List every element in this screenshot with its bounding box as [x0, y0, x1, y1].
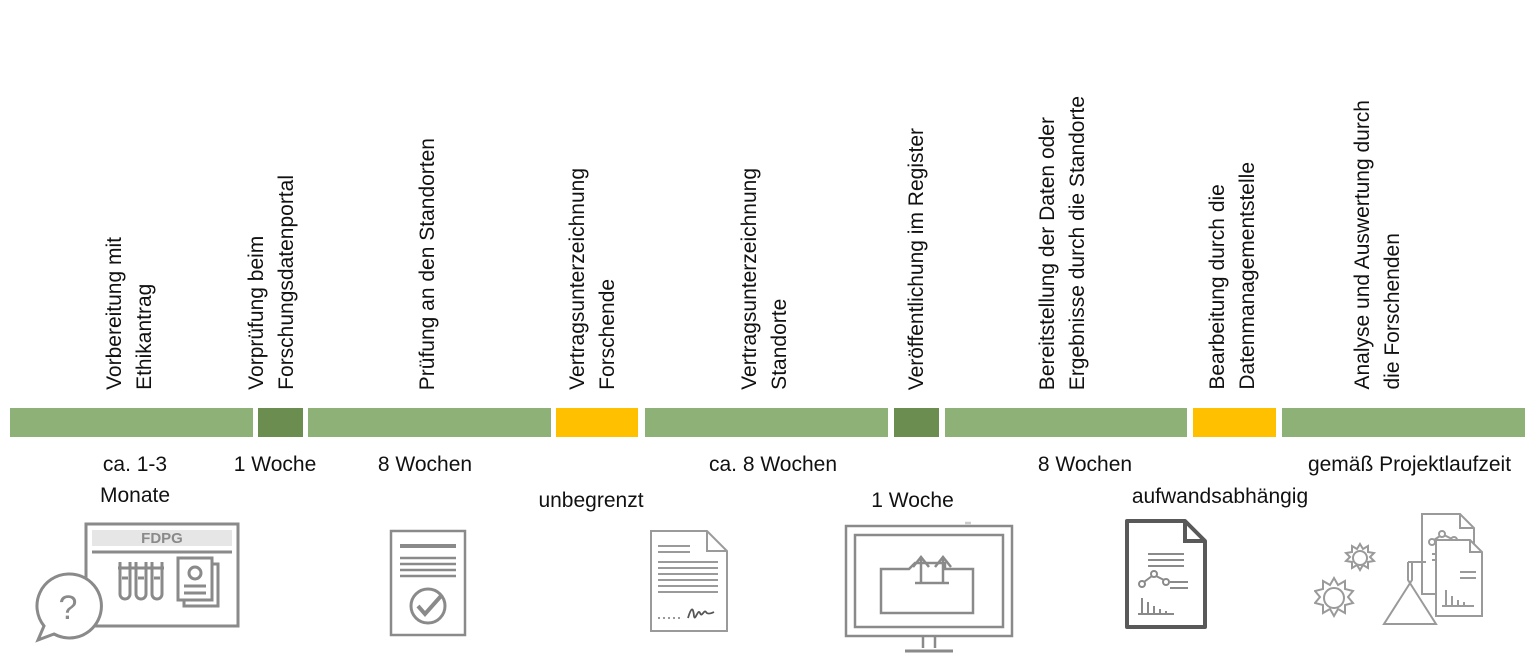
step-6-bar [894, 408, 939, 437]
step-8-duration-line-1: aufwandsabhängig [1131, 485, 1309, 508]
step-3-duration-line-1: 8 Wochen [377, 453, 473, 476]
step-1-label-line-2: Ethikantrag [133, 283, 156, 390]
step-9-label: Analyse und Auswertung durch die Forsche… [1348, 100, 1408, 390]
data-report-document-icon [1124, 518, 1208, 630]
step-8-label: Bearbeitung durch die Datenmanagementste… [1203, 162, 1263, 390]
step-1-label: Vorbereitung mit Ethikantrag [100, 237, 160, 390]
step-9-label-line-2: die Forschenden [1381, 233, 1404, 390]
step-4-duration: unbegrenzt [516, 485, 666, 516]
step-1-bar [10, 408, 253, 437]
step-2-label-line-2: Forschungsdatenportal [275, 175, 298, 390]
step-7-label: Bereitstellung der Daten oder Ergebnisse… [1033, 96, 1093, 390]
step-2-duration-line-1: 1 Woche [233, 453, 317, 476]
step-3-label-line-1: Prüfung an den Standorten [416, 137, 439, 390]
step-2-bar [258, 408, 303, 437]
document-check-icon [388, 528, 468, 638]
step-5-label-line-1: Vertragsunterzeichnung [738, 168, 761, 390]
fdpg-window-question-icon: FDPG ? [28, 518, 246, 652]
step-5-label-line-2: Standorte [768, 298, 791, 390]
step-3-duration: 8 Wochen [350, 449, 500, 480]
step-3-label: Prüfung an den Standorten [413, 138, 443, 390]
step-6-label: Veröffentlichung im Register [902, 128, 932, 390]
step-6-duration-line-1: 1 Woche [871, 489, 954, 512]
step-7-label-line-2: Ergebnisse durch die Standorte [1066, 95, 1089, 390]
monitor-upload-folder-icon [843, 521, 1015, 655]
contract-signature-icon [648, 528, 730, 634]
step-8-label-line-1: Bearbeitung durch die [1206, 184, 1229, 390]
step-2-duration: 1 Woche [215, 449, 335, 480]
step-4-bar [556, 408, 638, 437]
step-9-duration-line-1: gemäß Projektlaufzeit [1307, 453, 1512, 476]
step-4-label-line-2: Forschende [596, 279, 619, 390]
step-4-label-line-1: Vertragsunterzeichnung [566, 168, 589, 390]
step-6-label-line-1: Veröffentlichung im Register [905, 127, 928, 390]
step-1-duration-line-1: ca. 1-3 [102, 453, 168, 476]
step-2-label-line-1: Vorprüfung beim [245, 235, 268, 390]
step-8-label-line-2: Datenmanagementstelle [1236, 162, 1259, 390]
step-7-duration-line-1: 8 Wochen [1037, 453, 1133, 476]
svg-text:?: ? [59, 589, 78, 627]
step-7-label-line-1: Bereitstellung der Daten oder [1036, 116, 1059, 390]
step-2-label: Vorprüfung beim Forschungsdatenportal [242, 175, 302, 390]
step-3-bar [308, 408, 551, 437]
step-9-label-line-1: Analyse und Auswertung durch [1351, 100, 1374, 390]
step-4-label: Vertragsunterzeichnung Forschende [563, 168, 623, 390]
step-1-duration: ca. 1-3 Monate [60, 449, 210, 511]
fdpg-logo-text: FDPG [141, 530, 183, 547]
step-5-bar [645, 408, 888, 437]
step-8-bar [1193, 408, 1276, 437]
step-5-label: Vertragsunterzeichnung Standorte [735, 168, 795, 390]
step-6-duration: 1 Woche [840, 485, 985, 516]
step-9-duration: gemäß Projektlaufzeit [1283, 449, 1536, 480]
analysis-gears-flask-icon [1314, 510, 1492, 632]
step-9-bar [1282, 408, 1525, 437]
step-7-duration: 8 Wochen [1010, 449, 1160, 480]
step-1-label-line-1: Vorbereitung mit [103, 237, 126, 390]
step-7-bar [945, 408, 1187, 437]
step-1-duration-line-2: Monate [99, 484, 171, 507]
step-4-duration-line-1: unbegrenzt [538, 489, 644, 512]
step-5-duration-line-1: ca. 8 Wochen [708, 453, 838, 476]
step-8-duration: aufwandsabhängig [1100, 481, 1340, 512]
step-5-duration: ca. 8 Wochen [683, 449, 863, 480]
